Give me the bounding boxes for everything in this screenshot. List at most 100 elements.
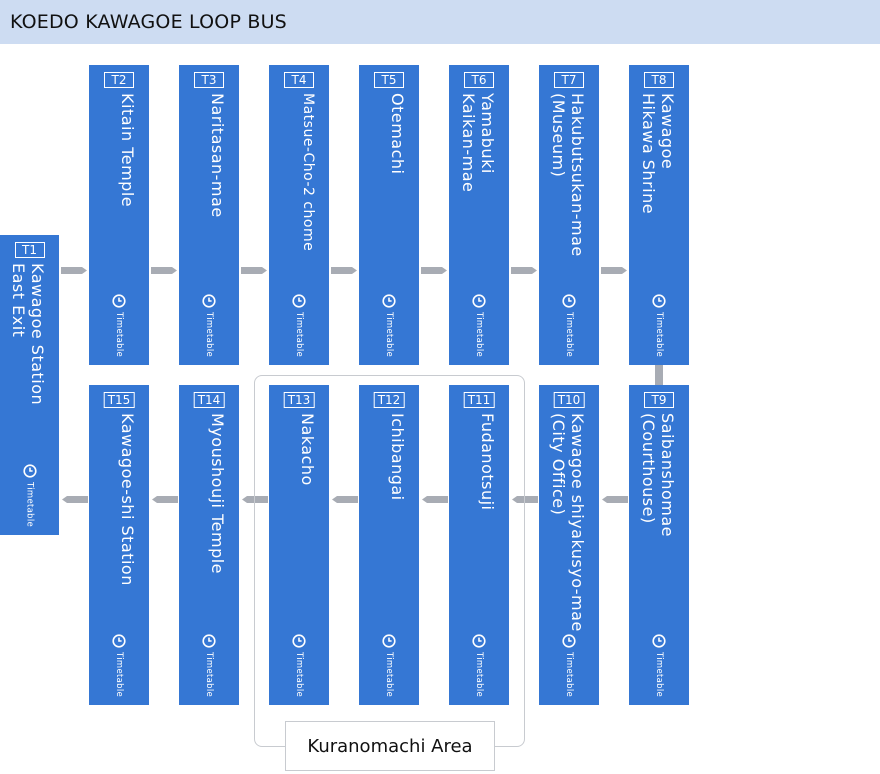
clock-icon	[382, 634, 396, 648]
clock-icon	[202, 634, 216, 648]
clock-icon	[382, 294, 396, 308]
timetable-link[interactable]: Timetable	[289, 294, 309, 357]
stop-t7[interactable]: T7 Hakubutsukan-mae (Museum) Timetable	[539, 65, 599, 365]
chevron-arrow-icon	[151, 495, 178, 504]
stop-name: Hakubutsukan-mae (Museum)	[549, 93, 587, 257]
chevron-arrow-icon	[331, 266, 358, 275]
clock-icon	[22, 464, 37, 478]
timetable-link[interactable]: Timetable	[559, 294, 579, 357]
clock-icon	[472, 634, 486, 648]
route-connector	[655, 365, 663, 385]
stop-t9[interactable]: T9 Saibanshomae (Courthouse) Timetable	[629, 385, 689, 705]
timetable-link[interactable]: Timetable	[109, 294, 129, 357]
clock-icon	[652, 294, 666, 308]
stop-name: Saibanshomae (Courthouse)	[639, 413, 677, 538]
stop-name: Kitain Temple	[118, 93, 137, 208]
chevron-arrow-icon	[151, 266, 178, 275]
chevron-arrow-icon	[601, 495, 628, 504]
chevron-arrow-icon	[601, 266, 628, 275]
stop-name: Matsue-Cho-2 chome	[300, 93, 316, 252]
timetable-label: Timetable	[114, 651, 124, 697]
timetable-link[interactable]: Timetable	[199, 634, 219, 697]
stop-name: Yamabuki Kaikan-mae	[459, 93, 497, 193]
clock-icon	[472, 294, 486, 308]
clock-icon	[112, 294, 126, 308]
stop-t2[interactable]: T2 Kitain Temple Timetable	[89, 65, 149, 365]
timetable-label: Timetable	[654, 651, 664, 697]
timetable-label: Timetable	[564, 311, 574, 357]
stop-code: T13	[283, 392, 315, 408]
stop-t6[interactable]: T6 Yamabuki Kaikan-mae Timetable	[449, 65, 509, 365]
timetable-label: Timetable	[654, 311, 664, 357]
timetable-label: Timetable	[204, 651, 214, 697]
stop-code: T11	[463, 392, 495, 408]
timetable-label: Timetable	[114, 311, 124, 357]
clock-icon	[562, 634, 576, 648]
stop-t11[interactable]: T11 Fudanotsuji Timetable	[449, 385, 509, 705]
stop-t3[interactable]: T3 Naritasan-mae Timetable	[179, 65, 239, 365]
timetable-label: Timetable	[294, 311, 304, 357]
timetable-link[interactable]: Timetable	[559, 634, 579, 697]
chevron-arrow-icon	[241, 266, 268, 275]
stop-t4[interactable]: T4 Matsue-Cho-2 chome Timetable	[269, 65, 329, 365]
stop-name: Fudanotsuji	[478, 413, 497, 511]
timetable-link[interactable]: Timetable	[649, 294, 669, 357]
stop-code: T7	[554, 72, 584, 88]
stop-name: Kawagoe Station East Exit	[9, 263, 47, 406]
timetable-link[interactable]: Timetable	[379, 294, 399, 357]
stop-code: T5	[374, 72, 404, 88]
chevron-arrow-icon	[61, 266, 88, 275]
timetable-link[interactable]: Timetable	[199, 294, 219, 357]
timetable-link[interactable]: Timetable	[20, 464, 40, 527]
timetable-label: Timetable	[564, 651, 574, 697]
stop-t5[interactable]: T5 Otemachi Timetable	[359, 65, 419, 365]
timetable-link[interactable]: Timetable	[469, 294, 489, 357]
kuranomachi-area-label: Kuranomachi Area	[285, 721, 495, 771]
clock-icon	[292, 634, 306, 648]
stop-code: T9	[644, 392, 674, 408]
timetable-link[interactable]: Timetable	[289, 634, 309, 697]
stop-name: Myoushouji Temple	[208, 413, 227, 575]
stop-code: T1	[14, 242, 45, 258]
stop-t10[interactable]: T10 Kawagoe shiyakusyo-mae (City Office)…	[539, 385, 599, 705]
stop-code: T8	[644, 72, 674, 88]
timetable-link[interactable]: Timetable	[469, 634, 489, 697]
stop-code: T14	[193, 392, 225, 408]
clock-icon	[562, 294, 576, 308]
stop-code: T2	[104, 72, 134, 88]
chevron-arrow-icon	[421, 495, 448, 504]
stop-name: Kawagoe-shi Station	[118, 413, 137, 586]
clock-icon	[292, 294, 306, 308]
chevron-arrow-icon	[331, 495, 358, 504]
chevron-arrow-icon	[241, 495, 268, 504]
timetable-label: Timetable	[474, 651, 484, 697]
timetable-label: Timetable	[294, 651, 304, 697]
stop-t15[interactable]: T15 Kawagoe-shi Station Timetable	[89, 385, 149, 705]
stop-name: Naritasan-mae	[208, 93, 227, 218]
stop-name: Nakacho	[298, 413, 317, 486]
kuranomachi-area-frame	[254, 375, 525, 747]
stop-name: Otemachi	[388, 93, 407, 175]
stop-code: T3	[194, 72, 224, 88]
timetable-link[interactable]: Timetable	[649, 634, 669, 697]
timetable-label: Timetable	[384, 651, 394, 697]
timetable-link[interactable]: Timetable	[109, 634, 129, 697]
stop-t8[interactable]: T8 Kawagoe Hikawa Shrine Timetable	[629, 65, 689, 365]
header-bar: KOEDO KAWAGOE LOOP BUS	[0, 0, 880, 44]
page-title: KOEDO KAWAGOE LOOP BUS	[10, 11, 287, 33]
chevron-arrow-icon	[511, 495, 538, 504]
stop-name: Kawagoe Hikawa Shrine	[639, 93, 677, 215]
stop-code: T12	[373, 392, 405, 408]
chevron-arrow-icon	[61, 495, 88, 504]
stop-code: T4	[284, 72, 314, 88]
stop-t1[interactable]: T1 Kawagoe Station East Exit Timetable	[0, 235, 59, 535]
stop-name: Kawagoe shiyakusyo-mae (City Office)	[549, 413, 587, 632]
stop-code: T10	[553, 392, 585, 408]
stop-t12[interactable]: T12 Ichibangai Timetable	[359, 385, 419, 705]
stop-t13[interactable]: T13 Nakacho Timetable	[269, 385, 329, 705]
timetable-label: Timetable	[474, 311, 484, 357]
chevron-arrow-icon	[421, 266, 448, 275]
timetable-label: Timetable	[384, 311, 394, 357]
stop-t14[interactable]: T14 Myoushouji Temple Timetable	[179, 385, 239, 705]
timetable-link[interactable]: Timetable	[379, 634, 399, 697]
